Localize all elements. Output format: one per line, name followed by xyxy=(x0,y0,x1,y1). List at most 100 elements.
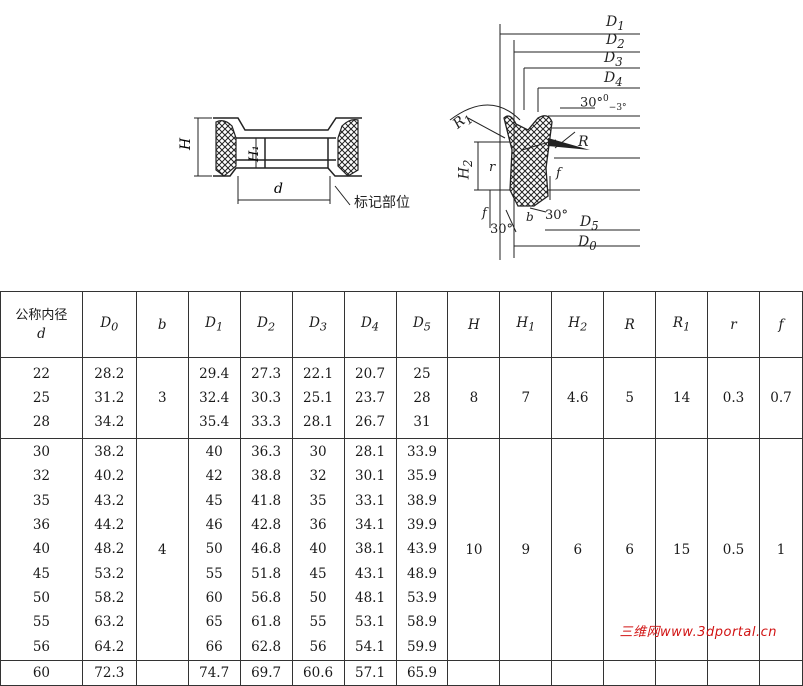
value-D3: 32 xyxy=(309,468,327,485)
header-r: r xyxy=(707,291,760,358)
cell-H: 8 xyxy=(447,357,501,439)
value-D1: 40 xyxy=(205,444,223,461)
value-D2: 42.8 xyxy=(251,517,282,534)
left-seal-drawing: H H₁ d xyxy=(178,117,362,206)
cell-R1: 15 xyxy=(655,438,709,661)
cell-d: 60 xyxy=(0,659,83,686)
value-d: 60 xyxy=(32,665,51,681)
value-R1: 15 xyxy=(672,541,691,558)
cell-H2: 6 xyxy=(551,438,605,661)
value-D3: 36 xyxy=(309,517,327,534)
value-D2: 61.8 xyxy=(251,614,282,631)
value-D5: 65.9 xyxy=(406,665,437,681)
value-D3: 30 xyxy=(309,444,327,461)
value-d: 56 xyxy=(32,638,51,655)
cell-D4: 57.1 xyxy=(343,659,397,686)
right-hatch xyxy=(503,115,553,207)
value-H2: 6 xyxy=(573,541,583,558)
cell-H2: 4.6 xyxy=(551,357,605,439)
header-R1: R1 xyxy=(655,291,709,358)
value-D5: 58.9 xyxy=(406,614,437,631)
value-D4: 23.7 xyxy=(354,389,386,406)
value-D2: 62.8 xyxy=(251,638,282,655)
value-D1: 55 xyxy=(205,565,223,582)
value-D3: 56 xyxy=(309,638,327,655)
value-D3: 45 xyxy=(309,565,327,582)
value-D2: 56.8 xyxy=(251,589,282,606)
value-D1: 60 xyxy=(205,589,223,606)
value-D3: 35 xyxy=(309,492,327,509)
value-D4: 34.1 xyxy=(354,517,386,534)
cell-H1: 9 xyxy=(499,438,553,661)
value-d: 30 xyxy=(32,444,51,461)
dim-f-upper: f xyxy=(556,166,561,181)
value-D3: 25.1 xyxy=(303,389,334,406)
value-r: 0.3 xyxy=(722,390,745,406)
value-H2: 4.6 xyxy=(567,390,589,406)
header-b: b xyxy=(135,291,189,358)
value-D0: 64.2 xyxy=(94,638,125,655)
value-H1: 7 xyxy=(521,390,531,406)
header-D5: D5 xyxy=(395,291,449,358)
value-D1: 65 xyxy=(205,614,223,631)
value-D4: 53.1 xyxy=(354,614,386,631)
value-d: 32 xyxy=(32,468,51,485)
angle-30-top: 30°0−3° xyxy=(580,94,627,113)
value-D5: 28 xyxy=(413,389,431,406)
value-H: 8 xyxy=(469,390,479,406)
value-D4: 30.1 xyxy=(354,468,386,485)
cell-f: 1 xyxy=(758,438,803,661)
value-D3: 55 xyxy=(309,614,327,631)
value-D3: 60.6 xyxy=(303,665,334,681)
dim-D1: D1 xyxy=(606,14,625,33)
value-D0: 72.3 xyxy=(94,665,125,681)
value-D2: 30.3 xyxy=(251,389,282,406)
dim-r: r xyxy=(489,160,496,175)
value-D2: 46.8 xyxy=(251,541,282,558)
value-D2: 38.8 xyxy=(251,468,282,485)
value-D3: 28.1 xyxy=(303,414,334,431)
value-D3: 40 xyxy=(309,541,327,558)
value-f: 1 xyxy=(776,541,786,558)
header-D0: D0 xyxy=(81,291,137,358)
value-D0: 28.2 xyxy=(94,365,125,382)
cell-H2 xyxy=(551,659,605,686)
marking-position-label: 标记部位 xyxy=(354,194,410,210)
value-D4: 26.7 xyxy=(354,414,386,431)
angle-30-right: 30° xyxy=(545,208,569,223)
value-D1: 32.4 xyxy=(199,389,230,406)
value-D0: 44.2 xyxy=(94,517,125,534)
cell-D0: 72.3 xyxy=(81,659,137,686)
cell-R: 5 xyxy=(603,357,657,439)
header-H2: H2 xyxy=(551,291,605,358)
cell-H1: 7 xyxy=(499,357,553,439)
value-H: 10 xyxy=(465,541,483,558)
value-D4: 48.1 xyxy=(354,589,386,606)
header-D2: D2 xyxy=(239,291,293,358)
value-D0: 38.2 xyxy=(94,444,125,461)
header-D3: D3 xyxy=(291,291,345,358)
cell-D1: 74.7 xyxy=(187,659,241,686)
value-D0: 31.2 xyxy=(94,389,125,406)
value-D0: 53.2 xyxy=(94,565,125,582)
value-b: 4 xyxy=(157,541,167,558)
value-D1: 42 xyxy=(205,468,223,485)
value-d: 50 xyxy=(32,589,51,606)
value-d: 45 xyxy=(32,565,51,582)
value-D4: 38.1 xyxy=(354,541,386,558)
header-D1: D1 xyxy=(187,291,241,358)
value-H1: 9 xyxy=(521,541,531,558)
dim-D5: D5 xyxy=(580,214,599,233)
cell-f xyxy=(758,659,803,686)
